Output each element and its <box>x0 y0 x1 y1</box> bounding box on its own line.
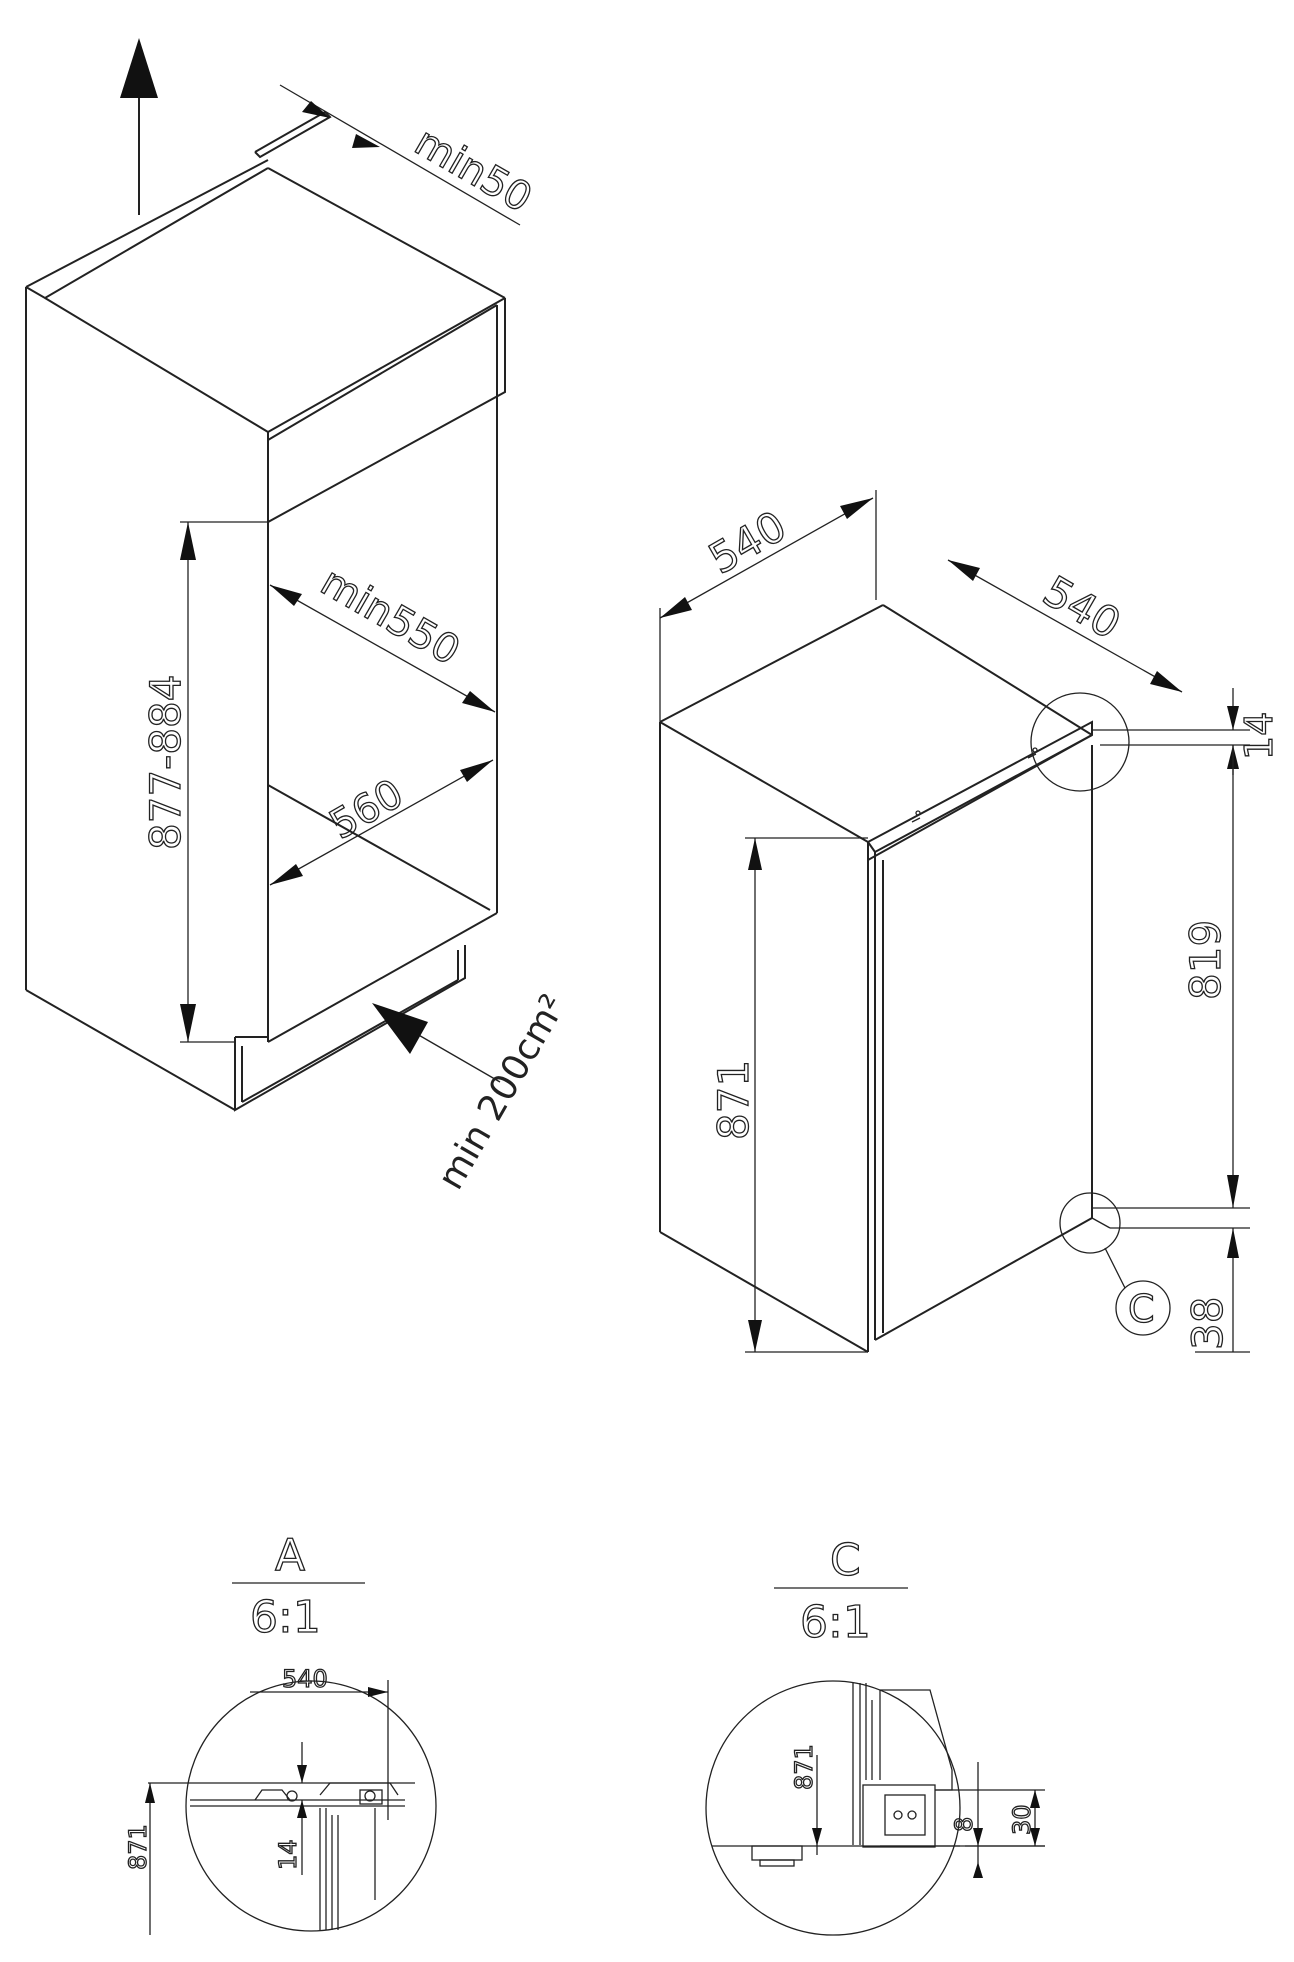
bottom-gap-label: 38 <box>1183 1297 1232 1350</box>
detail-c-scale: 6:1 <box>800 1597 871 1648</box>
width-560-label: 560 <box>322 771 411 849</box>
detail-c-height: 871 <box>790 1744 818 1790</box>
detail-a-width: 540 <box>282 1665 328 1693</box>
detail-c-circle <box>705 1680 961 1936</box>
body-height-label: 871 <box>709 1060 758 1140</box>
detail-a-gap: 14 <box>274 1839 302 1870</box>
detail-a: A 6:1 540 871 14 <box>123 1529 437 1935</box>
appliance-view: 540 540 C 14 819 38 <box>659 490 1282 1353</box>
min550-label: min550 <box>313 559 467 675</box>
detail-c-title: C <box>830 1535 861 1586</box>
detail-a-circle <box>185 1680 437 1932</box>
detail-c-label: C <box>1128 1287 1155 1331</box>
detail-c-gap-small: 8 <box>950 1817 978 1832</box>
detail-c-marker <box>1059 1192 1121 1254</box>
detail-c-gap-large: 30 <box>1008 1804 1036 1835</box>
niche-view: min50 min550 560 877-884 min 200cm² <box>25 38 574 1197</box>
vent-area-label: min 200cm² <box>430 988 574 1197</box>
airflow-up-arrow <box>120 38 158 98</box>
door-height-label: 819 <box>1181 920 1230 1000</box>
width-540-label: 540 <box>701 501 795 584</box>
top-gap-label: 14 <box>1237 712 1281 760</box>
detail-a-height: 871 <box>124 1824 152 1870</box>
detail-a-marker <box>1030 692 1130 792</box>
depth-540-label: 540 <box>1035 566 1129 649</box>
detail-a-scale: 6:1 <box>250 1592 321 1643</box>
detail-a-title: A <box>275 1530 305 1581</box>
detail-c: C 6:1 871 8 30 <box>705 1534 1045 1936</box>
vent-arrow <box>372 1003 428 1054</box>
niche-height-label: 877-884 <box>141 675 190 851</box>
